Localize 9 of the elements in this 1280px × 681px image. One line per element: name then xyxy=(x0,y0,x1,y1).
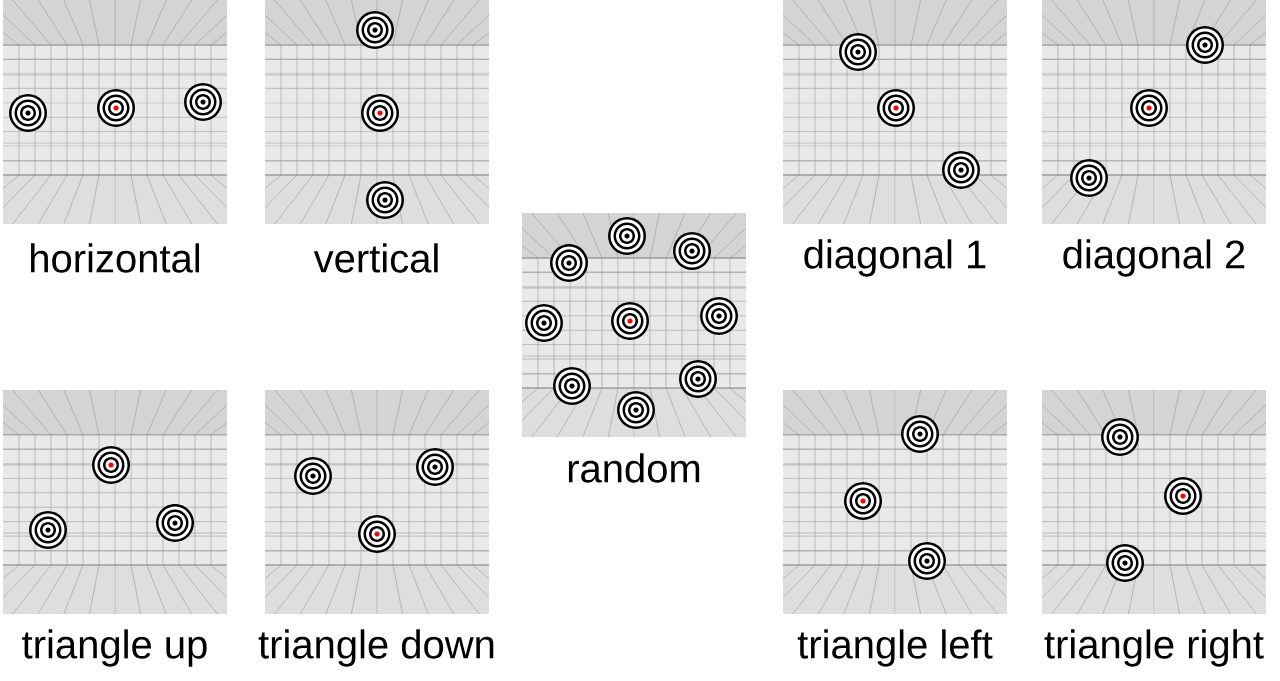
node-label: diagonal 2 xyxy=(1063,239,1245,277)
node-label: triangle up xyxy=(22,629,207,667)
node-label: random xyxy=(568,453,700,483)
node-label: triangle left xyxy=(797,629,993,667)
node-label: triangle right xyxy=(1044,629,1264,667)
node-label: horizontal xyxy=(31,243,199,273)
node-label: vertical xyxy=(313,243,438,273)
node-label: diagonal 1 xyxy=(804,239,986,277)
node-label: triangle down xyxy=(258,629,494,667)
